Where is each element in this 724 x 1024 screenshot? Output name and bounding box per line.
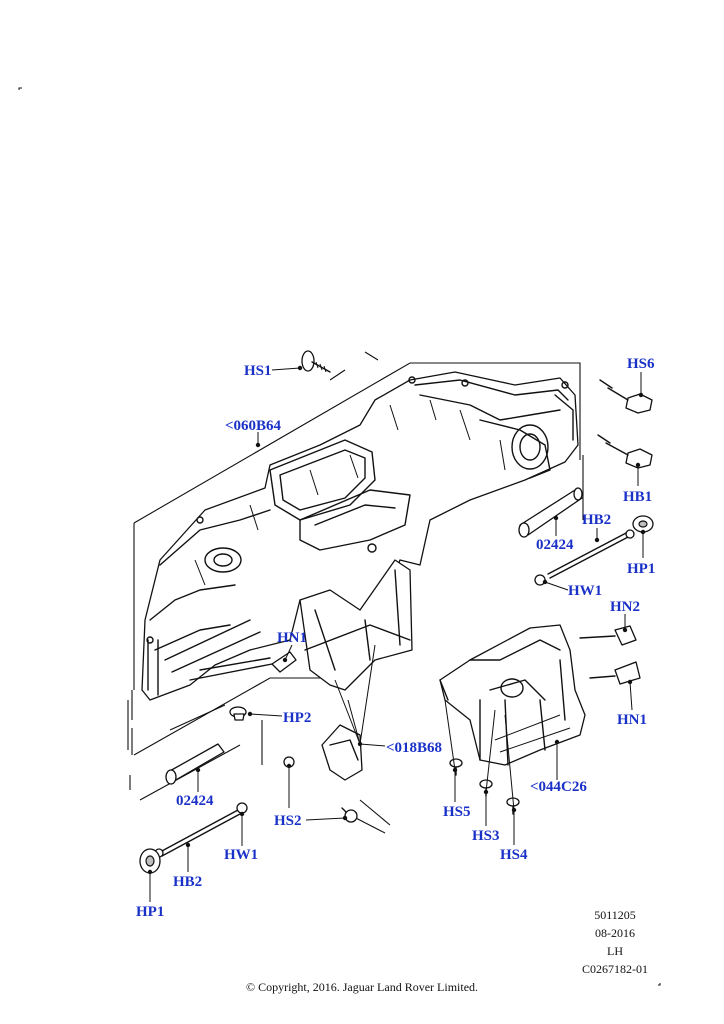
screw-hs1-part bbox=[301, 350, 331, 373]
plug-hp2-part bbox=[229, 706, 247, 721]
callout-02424-left: 02424 bbox=[176, 793, 214, 809]
callout-hn1-left: HN1 bbox=[277, 630, 307, 646]
bolt-hb1-part bbox=[597, 434, 653, 469]
clip-nut-hn1-left-part bbox=[189, 651, 297, 681]
diagram-meta: 5011205 08-2016 LH C0267182-01 bbox=[570, 906, 660, 978]
callout-hp1-left: HP1 bbox=[136, 904, 164, 920]
callout-hs5: HS5 bbox=[443, 804, 471, 820]
nut-hn2-part bbox=[579, 625, 637, 646]
callout-hs4: HS4 bbox=[500, 847, 528, 863]
callout-hs3: HS3 bbox=[472, 828, 500, 844]
leader-lines bbox=[147, 365, 646, 902]
callout-hb2-left: HB2 bbox=[173, 874, 202, 890]
callout-hp2: HP2 bbox=[283, 710, 311, 726]
tube-02424-right-part bbox=[518, 487, 583, 538]
screw-hs5-part bbox=[449, 758, 463, 776]
callout-hb2-right: HB2 bbox=[582, 512, 611, 528]
illustration-number: C0267182-01 bbox=[582, 962, 648, 976]
callout-060b64: <060B64 bbox=[225, 418, 282, 434]
clip-nut-hn1-right-part bbox=[589, 661, 641, 685]
callout-02424-right: 02424 bbox=[536, 537, 574, 553]
diagram-date: 08-2016 bbox=[595, 926, 635, 940]
callout-hs1: HS1 bbox=[244, 363, 272, 379]
callout-018b68: <018B68 bbox=[386, 740, 442, 756]
callout-hs6: HS6 bbox=[627, 356, 655, 372]
callout-044c26: <044C26 bbox=[530, 779, 587, 795]
callout-hp1-right: HP1 bbox=[627, 561, 655, 577]
diagram-side: LH bbox=[607, 944, 623, 958]
callout-hb1: HB1 bbox=[623, 489, 652, 505]
long-bolt-hb2-left-part bbox=[154, 802, 248, 858]
callout-hn2: HN2 bbox=[610, 599, 640, 615]
assembly-frame-main bbox=[131, 351, 584, 756]
diagram-code: 5011205 bbox=[594, 908, 636, 922]
plug-hp1-left-part bbox=[139, 848, 161, 874]
lower-mounting-bracket bbox=[439, 624, 586, 766]
callout-hn1-right: HN1 bbox=[617, 712, 647, 728]
plug-hp1-right-part bbox=[632, 515, 654, 533]
tube-02424-left-part bbox=[165, 743, 225, 785]
center-support-bracket bbox=[299, 559, 413, 781]
bolt-hs6-part bbox=[599, 379, 653, 414]
callout-hw1-right: HW1 bbox=[568, 583, 602, 599]
copyright-notice: © Copyright, 2016. Jaguar Land Rover Lim… bbox=[245, 980, 479, 994]
callout-hw1-left: HW1 bbox=[224, 847, 258, 863]
cross-car-beam bbox=[141, 371, 579, 701]
long-bolt-hb2-right-part bbox=[547, 529, 635, 579]
callout-hs2: HS2 bbox=[274, 813, 302, 829]
